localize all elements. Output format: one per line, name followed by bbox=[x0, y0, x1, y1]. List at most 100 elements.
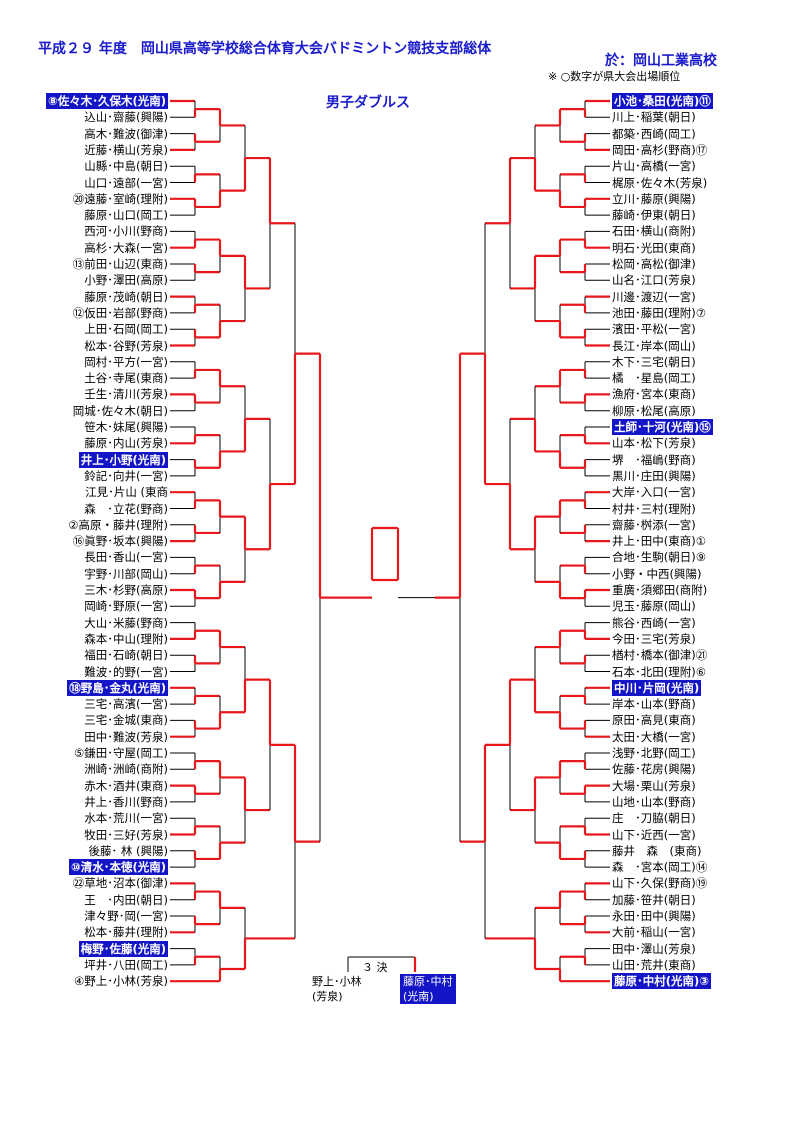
left-entry: ⑧佐々木･久保木(光南) bbox=[46, 93, 168, 109]
left-entry: 王 ･内田(朝日) bbox=[84, 892, 168, 907]
right-entry: 太田･大橋(一宮) bbox=[612, 729, 696, 744]
left-entry: 三木･杉野(高原) bbox=[84, 583, 168, 597]
right-entry: 村井･三村(理附) bbox=[612, 501, 696, 516]
right-entry: 石本･北田(理附)⑥ bbox=[612, 664, 707, 679]
left-entry: 上田･石岡(岡工) bbox=[84, 322, 168, 337]
right-entry: 都築･西崎(岡工) bbox=[612, 126, 696, 141]
left-entry: 森 ･立花(野商) bbox=[84, 501, 168, 516]
event-title: 男子ダブルス bbox=[326, 95, 410, 111]
left-entry: 小野･澤田(高原) bbox=[84, 273, 168, 288]
left-entry: 田中･難波(芳泉) bbox=[84, 729, 168, 744]
right-entry: 橘 ･星島(岡工) bbox=[612, 371, 696, 386]
right-entry: 浅野･北野(岡工) bbox=[612, 746, 696, 760]
right-entry: 石田･横山(商附) bbox=[612, 224, 696, 239]
right-entry: 児玉･藤原(岡山) bbox=[612, 599, 696, 614]
left-entry: 岡崎･野原(一宮) bbox=[84, 599, 168, 614]
left-entry: 三宅･高濱(一宮) bbox=[84, 697, 168, 712]
left-entry: 松本･谷野(芳泉) bbox=[84, 338, 168, 353]
right-entry: 梶原･佐々木(芳泉) bbox=[612, 175, 708, 190]
third-place-label: ３ 決 bbox=[362, 961, 388, 974]
right-entry: 齋藤･桝添(一宮) bbox=[612, 517, 696, 532]
right-entry: 山名･江口(芳泉) bbox=[612, 273, 696, 288]
third-place-team-a: 野上･小林 (芳泉) bbox=[312, 975, 362, 1003]
right-entry: 大前･稲山(一宮) bbox=[612, 925, 696, 940]
left-entry: 鈴記･向井(一宮) bbox=[84, 468, 168, 483]
right-entry: 大岸･入口(一宮) bbox=[612, 485, 696, 500]
right-entry: 明石･光田(東商) bbox=[612, 240, 696, 255]
left-entry: 福田･石崎(朝日) bbox=[84, 648, 168, 663]
right-entry: 庄 ･刀脇(朝日) bbox=[612, 811, 696, 826]
right-entry: 山地･山本(野商) bbox=[612, 794, 696, 809]
left-entry: 藤原･山口(岡工) bbox=[84, 208, 168, 223]
left-entry: 坪井･八田(岡工) bbox=[84, 957, 168, 972]
right-entry: 田中･澤山(芳泉) bbox=[612, 941, 696, 956]
left-entry: 岡城･佐々木(朝日) bbox=[72, 403, 168, 418]
left-entry: 高杉･大森(一宮) bbox=[84, 240, 168, 255]
left-entry: 宇野･川部(岡山) bbox=[84, 566, 168, 581]
right-entry: 木下･三宅(朝日) bbox=[612, 354, 696, 369]
right-entry: 加藤･笹井(朝日) bbox=[612, 892, 696, 907]
left-entry: 込山･齋藤(興陽) bbox=[84, 110, 168, 125]
right-entry: 森 ･宮本(岡工)⑭ bbox=[612, 860, 708, 875]
right-entry: 今田･三宅(芳泉) bbox=[612, 631, 696, 646]
right-entry: 岡田･高杉(野商)⑰ bbox=[612, 142, 708, 157]
right-entry: 山本･松下(芳泉) bbox=[612, 436, 696, 451]
right-entry: 大場･栗山(芳泉) bbox=[612, 778, 696, 793]
left-entry: 松本･藤井(理附) bbox=[84, 925, 168, 940]
right-entry: 小野・中西(興陽) bbox=[612, 566, 702, 581]
right-entry: 片山･高橋(一宮) bbox=[612, 159, 696, 174]
right-entry: 立川･藤原(興陽) bbox=[612, 191, 696, 206]
right-entry: 濱田･平松(一宮) bbox=[612, 322, 696, 337]
third-place-team-b: 藤原･中村 (光南) bbox=[400, 974, 456, 1004]
right-entry: 小池･桑田(光南)⑪ bbox=[612, 93, 713, 109]
left-entry: ⑱野島･金丸(光南) bbox=[67, 679, 168, 696]
right-entry: 藤井 森 (東商) bbox=[612, 843, 702, 858]
right-entry: 山田･荒井(東商) bbox=[612, 957, 696, 972]
right-entry: 藤崎･伊東(朝日) bbox=[612, 208, 696, 223]
left-entry: 長田･香山(一宮) bbox=[84, 550, 168, 565]
left-entry: 洲崎･洲崎(商附) bbox=[84, 762, 168, 777]
right-entry: 井上･田中(東商)① bbox=[612, 534, 707, 549]
left-entry: 山口･遠部(一宮) bbox=[84, 175, 168, 190]
seed-note: ※ ○数字が県大会出場順位 bbox=[548, 70, 681, 83]
left-entry: ②高原・藤井(理附) bbox=[68, 517, 168, 532]
left-entry: 森本･中山(理附) bbox=[84, 631, 168, 646]
right-entry: 中川･片岡(光南) bbox=[612, 679, 702, 696]
left-entry: 後藤･ 林 (興陽) bbox=[88, 843, 168, 858]
left-entry: 井上･香川(野商) bbox=[84, 794, 168, 809]
right-entry: 柳原･松尾(高原) bbox=[612, 403, 696, 418]
right-entry: 池田･藤田(理附)⑦ bbox=[612, 305, 707, 320]
right-entry: 黒川･庄田(興陽) bbox=[612, 468, 696, 483]
left-entry: 近藤･横山(芳泉) bbox=[84, 142, 168, 157]
left-entry: 江見･片山 (東商 bbox=[85, 485, 168, 500]
right-entry: 楢村･橋本(御津)㉑ bbox=[612, 648, 708, 663]
left-entry: 岡村･平方(一宮) bbox=[84, 354, 168, 369]
left-entry: 梅野･佐藤(光南) bbox=[78, 940, 168, 957]
left-entry: 難波･的野(一宮) bbox=[84, 664, 168, 679]
venue-label: 於：岡山工業高校 bbox=[605, 53, 717, 69]
left-entry: 土谷･寺尾(東商) bbox=[84, 371, 168, 386]
left-entry: 津々野･岡(一宮) bbox=[84, 909, 168, 923]
left-entry: ⑤鎌田･守屋(岡工) bbox=[73, 746, 168, 760]
left-entry: 高木･難波(御津) bbox=[84, 126, 168, 141]
right-entry: 原田･高見(東商) bbox=[612, 713, 696, 728]
page-title: 平成２９ 年度 岡山県高等学校総合体育大会バドミントン競技支部総体 bbox=[38, 41, 492, 57]
left-entry: ⑫仮田･岩部(野商) bbox=[72, 305, 168, 320]
left-entry: 笹木･妹尾(興陽) bbox=[84, 420, 168, 434]
left-entry: 三宅･金城(東商) bbox=[84, 713, 168, 728]
right-entry: 土師･十河(光南)⑮ bbox=[612, 419, 713, 435]
right-entry: 重廣･須郷田(商附) bbox=[612, 583, 708, 597]
right-entry: 漁府･宮本(東商) bbox=[612, 387, 696, 402]
left-entry: ㉒草地･沼本(御津) bbox=[72, 876, 168, 891]
right-entry: 川上･稲葉(朝日) bbox=[612, 110, 696, 125]
right-entry: 岸本･山本(野商) bbox=[612, 697, 696, 712]
left-entry: 牧田･三好(芳泉) bbox=[84, 827, 168, 842]
right-entry: 山下･近西(一宮) bbox=[612, 827, 696, 842]
left-entry: 西河･小川(野商) bbox=[84, 224, 168, 239]
left-entry: 藤原･茂崎(朝日) bbox=[84, 289, 168, 304]
right-entry: 佐藤･花房(興陽) bbox=[612, 762, 696, 777]
right-entry: 山下･久保(野商)⑲ bbox=[612, 876, 708, 891]
left-entry: 水本･荒川(一宮) bbox=[84, 811, 168, 826]
right-entry: 川邊･渡辺(一宮) bbox=[612, 289, 696, 304]
